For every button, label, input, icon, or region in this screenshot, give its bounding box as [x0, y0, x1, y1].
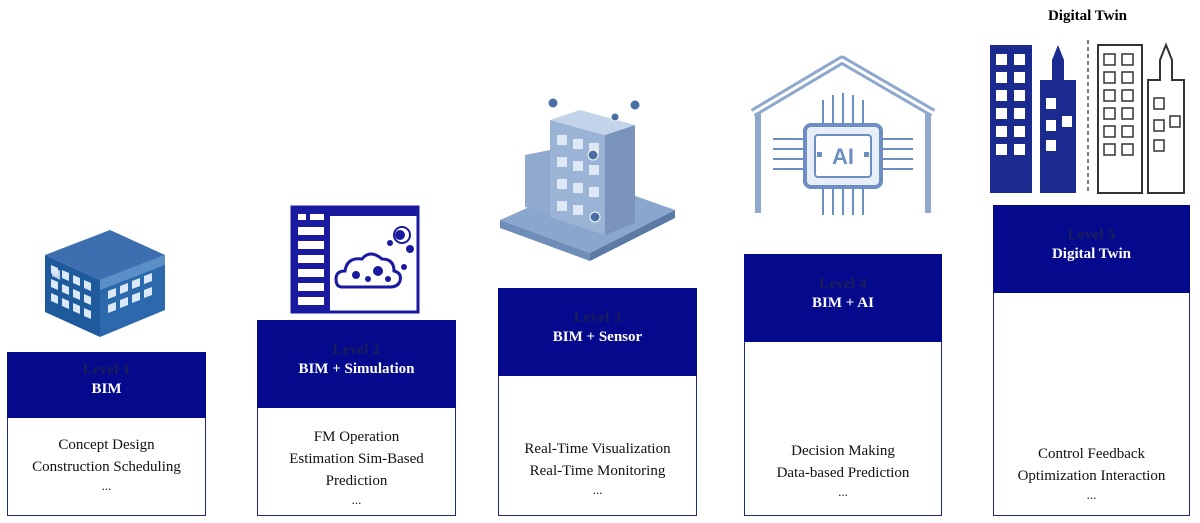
level-4-ellipsis: ... [838, 484, 848, 499]
level-4-name: BIM + AI [812, 295, 874, 311]
top-title: Digital Twin [1047, 8, 1128, 24]
level-2-ellipsis: ... [351, 492, 362, 507]
level-2-line-3: Prediction [325, 473, 388, 489]
level-3-ellipsis: ... [592, 482, 603, 497]
level-3-header: Level 3 BIM + Sensor [498, 288, 697, 376]
level-5-line-1: Control Feedback [1037, 446, 1146, 462]
level-3-line-2: Real-Time Monitoring [529, 463, 666, 479]
level-5-line-2: Optimization Interaction [1017, 468, 1166, 484]
level-3-label: Level 3 [573, 310, 622, 326]
level-2-line-1: FM Operation [313, 429, 400, 445]
level-1-line-1: Concept Design [58, 437, 155, 453]
level-2-header: Level 2 BIM + Simulation [257, 320, 456, 408]
level-1-header: Level 1 BIM [7, 352, 206, 418]
twin-buildings-icon [990, 40, 1185, 194]
level-5-ellipsis: ... [1086, 487, 1097, 502]
sensor-building-icon [500, 97, 675, 261]
level-1-column: Level 1 BIM Concept Design Construction … [7, 352, 206, 516]
level-3-name: BIM + Sensor [552, 329, 643, 345]
level-1-line-2: Construction Scheduling [32, 459, 181, 475]
level-4-line-1: Decision Making [791, 443, 895, 459]
level-5-column: Level 5 Digital Twin Control Feedback Op… [993, 205, 1190, 516]
level-1-label: Level 1 [82, 362, 131, 378]
level-3-column: Level 3 BIM + Sensor Real-Time Visualiza… [498, 288, 697, 516]
level-5-header: Level 5 Digital Twin [993, 205, 1190, 293]
level-4-label: Level 4 [819, 276, 867, 292]
level-4-header: Level 4 BIM + AI [744, 254, 942, 342]
simulation-screen-icon [290, 205, 420, 314]
level-2-column: Level 2 BIM + Simulation FM Operation Es… [257, 320, 456, 516]
level-2-description: FM Operation Estimation Sim-Based Predic… [257, 426, 456, 508]
level-2-line-2: Estimation Sim-Based [289, 451, 424, 467]
ai-chip-house-icon: AI [750, 55, 936, 215]
level-3-line-1: Real-Time Visualization [524, 441, 671, 457]
level-5-name: Digital Twin [1051, 246, 1132, 262]
level-5-label: Level 5 [1067, 227, 1116, 243]
svg-text:AI: AI [832, 144, 854, 169]
level-2-name: BIM + Simulation [298, 361, 415, 377]
level-3-description: Real-Time Visualization Real-Time Monito… [498, 438, 697, 498]
level-4-line-2: Data-based Prediction [776, 465, 910, 481]
level-4-column: Level 4 BIM + AI Decision Making Data-ba… [744, 254, 942, 516]
isometric-building-icon [45, 230, 165, 337]
level-5-description: Control Feedback Optimization Interactio… [993, 443, 1190, 503]
level-1-name: BIM [91, 381, 122, 397]
level-2-label: Level 2 [332, 342, 381, 358]
level-1-ellipsis: ... [101, 478, 112, 493]
level-4-description: Decision Making Data-based Prediction ..… [744, 440, 942, 500]
level-1-description: Concept Design Construction Scheduling .… [7, 434, 206, 494]
